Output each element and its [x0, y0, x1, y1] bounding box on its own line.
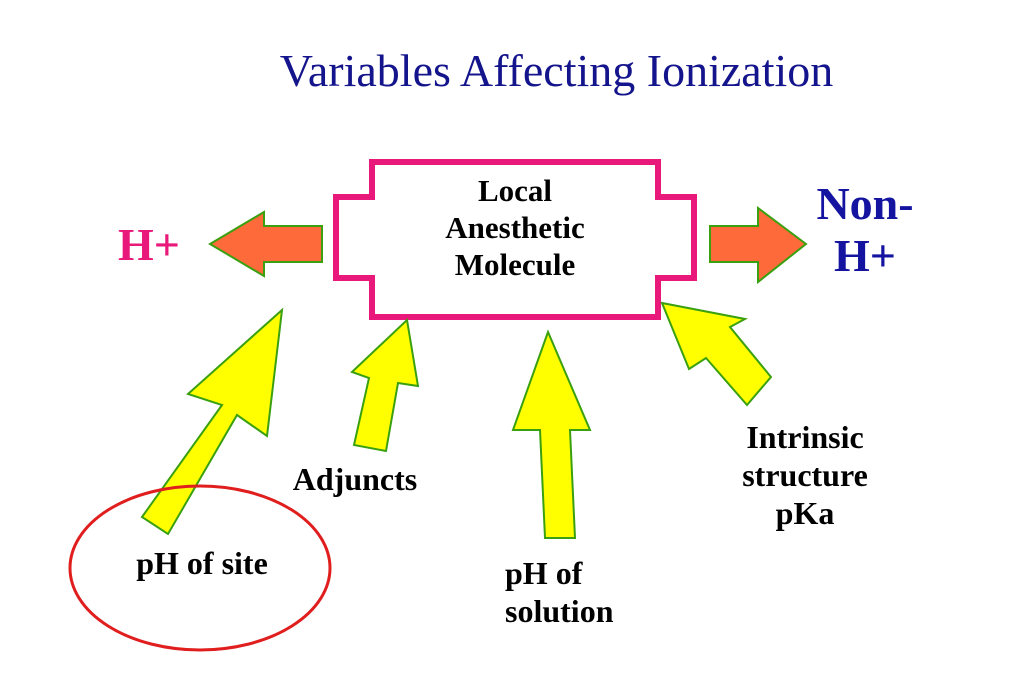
- ph-solution-arrow: [511, 329, 592, 539]
- non-h-plus-line-2: H+: [834, 230, 896, 281]
- intrinsic-line-3: pKa: [775, 495, 835, 531]
- center-molecule-label: Local Anesthetic Molecule: [380, 172, 650, 283]
- ph-site-arrow: [140, 307, 284, 536]
- page-title: Variables Affecting Ionization: [279, 45, 834, 96]
- h-plus-label: H+: [118, 219, 180, 270]
- left-orange-arrow: [208, 210, 323, 278]
- ph-of-solution-line-1: pH of: [505, 555, 583, 591]
- right-orange-arrow: [709, 206, 808, 285]
- non-h-plus-line-1: Non-: [816, 178, 914, 229]
- adjuncts-arrow: [350, 317, 420, 453]
- non-h-plus-label: Non- H+: [790, 178, 940, 282]
- highlight-ellipse: [68, 484, 332, 652]
- intrinsic-line-2: structure: [742, 457, 868, 493]
- center-line-2: Anesthetic: [445, 210, 585, 245]
- ph-of-site-label: pH of site: [136, 545, 268, 581]
- ph-of-solution-label: pH of solution: [505, 554, 665, 630]
- ph-of-solution-line-2: solution: [505, 593, 614, 629]
- adjuncts-label: Adjuncts: [292, 461, 418, 497]
- intrinsic-line-1: Intrinsic: [746, 419, 864, 455]
- molecule-box: [333, 159, 697, 320]
- intrinsic-structure-label: Intrinsic structure pKa: [705, 418, 905, 532]
- center-line-3: Molecule: [454, 247, 576, 282]
- center-line-1: Local: [477, 173, 553, 208]
- intrinsic-arrow: [660, 301, 773, 407]
